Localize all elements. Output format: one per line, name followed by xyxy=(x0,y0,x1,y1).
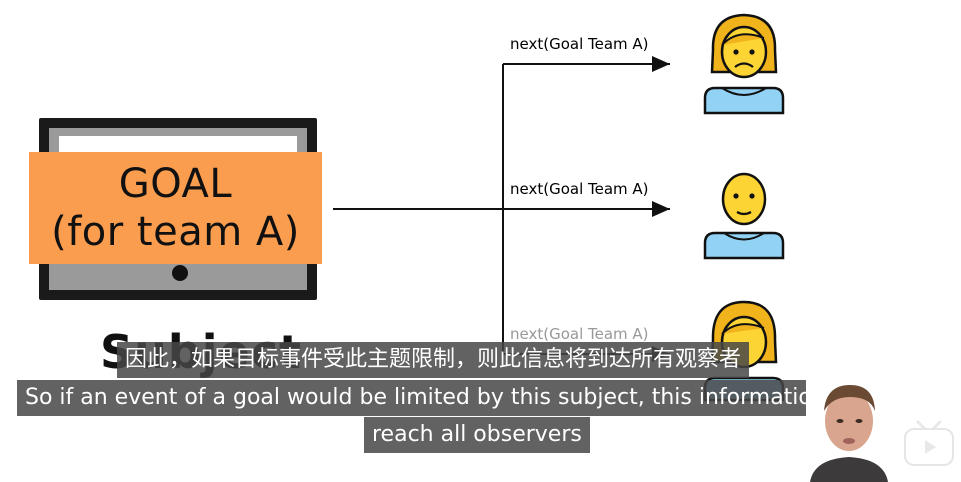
device-home-button xyxy=(172,265,188,281)
subtitle-english-line1: So if an event of a goal would be limite… xyxy=(17,380,878,416)
presenter-video-thumbnail xyxy=(806,377,892,482)
observer-sad-icon xyxy=(703,13,785,115)
arrow-label-3: next(Goal Team A) xyxy=(510,325,649,343)
goal-title: GOAL xyxy=(118,161,233,207)
observer-neutral-icon xyxy=(703,172,785,260)
subtitle-english-line2: reach all observers xyxy=(364,417,590,453)
bilibili-tv-logo-icon[interactable] xyxy=(902,418,956,468)
goal-box: GOAL (for team A) xyxy=(29,152,322,264)
goal-subtitle: (for team A) xyxy=(51,209,300,255)
arrow-label-1: next(Goal Team A) xyxy=(510,35,649,53)
arrow-label-2: next(Goal Team A) xyxy=(510,180,649,198)
subtitle-chinese: 因此，如果目标事件受此主题限制，则此信息将到达所有观察者 xyxy=(117,342,750,378)
